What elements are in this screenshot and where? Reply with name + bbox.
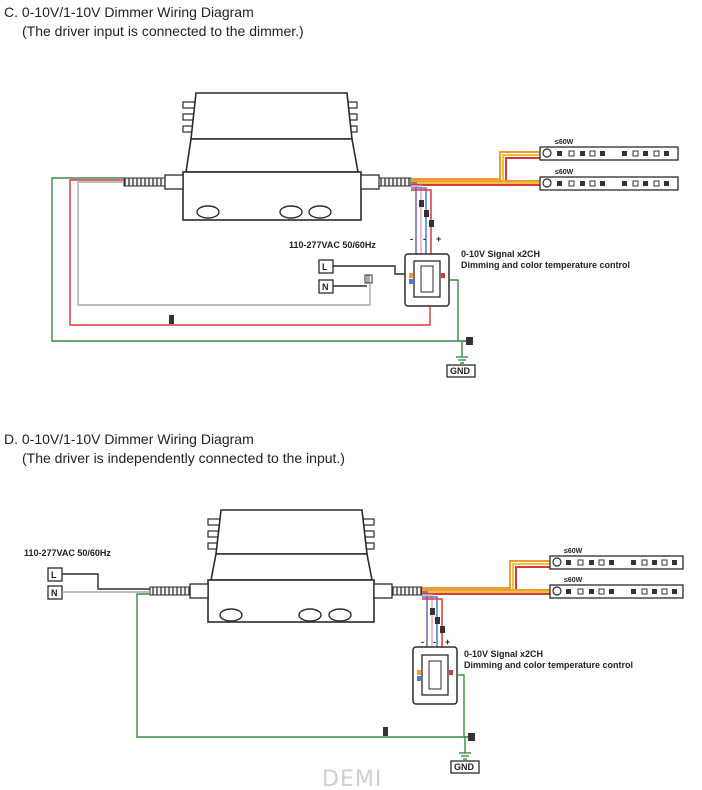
terminal-n-label-d: N	[51, 588, 58, 598]
gnd-label-d: GND	[454, 762, 475, 772]
diagram-d: ≤60W ≤60W - - + 0-10V Signal x2CH Dimmin…	[24, 509, 684, 774]
driver-ground-wire-d	[136, 593, 470, 738]
line-l-wire-c	[333, 265, 405, 275]
strip-1-power-label: ≤60W	[555, 139, 574, 146]
ground-symbol-d	[459, 752, 471, 760]
dimming-connectors-c	[419, 200, 434, 227]
driver-unit-c	[182, 92, 362, 221]
input-voltage-label-d: 110-277VAC 50/60Hz	[24, 548, 111, 558]
gnd-box-c	[446, 364, 476, 378]
inline-connector-c	[169, 315, 174, 324]
signal-minus-2-d: -	[433, 637, 436, 647]
diagram-c-subtitle: (The driver input is connected to the di…	[22, 23, 304, 39]
input-cable-gland-d	[149, 583, 209, 599]
strip-2-power-label: ≤60W	[555, 169, 574, 176]
dimmer-switch-d	[412, 646, 458, 705]
led-strip-2-c	[539, 176, 679, 191]
strip-1-power-label-d: ≤60W	[564, 548, 583, 555]
diagram-c-title: C. 0-10V/1-10V Dimmer Wiring Diagram	[4, 4, 254, 20]
signal-label-d: 0-10V Signal x2CH	[464, 649, 543, 659]
line-l-wire-d	[62, 573, 150, 590]
diagram-d-subtitle: (The driver is independently connected t…	[22, 450, 345, 466]
neutral-connector-c	[364, 274, 373, 284]
signal-plus-d: +	[445, 637, 450, 647]
terminal-n-label: N	[322, 282, 329, 292]
signal-plus: +	[436, 234, 441, 244]
inline-connector-d	[383, 727, 388, 736]
diagram-d-title: D. 0-10V/1-10V Dimmer Wiring Diagram	[4, 431, 254, 447]
input-cable-gland-c	[123, 174, 184, 190]
dimming-connectors-d	[430, 608, 445, 633]
driver-neutral-wire-c	[77, 181, 371, 306]
output-wires-d	[422, 560, 550, 595]
ground-connector-d	[468, 733, 475, 741]
ground-connector-c	[466, 337, 473, 345]
ground-symbol-c	[456, 356, 468, 364]
output-cable-gland-d	[373, 583, 423, 599]
diagram-c: ≤60W ≤60W - - + 110-277VAC 50/60Hz	[51, 92, 679, 378]
led-strip-1-c	[539, 146, 679, 161]
driver-ground-wire-c	[51, 177, 470, 342]
dimming-wires-c	[411, 182, 432, 258]
signal-minus-1: -	[410, 234, 413, 244]
signal-minus-1-d: -	[421, 637, 424, 647]
strip-2-power-label-d: ≤60W	[564, 577, 583, 584]
control-label-c: Dimming and color temperature control	[461, 260, 630, 270]
terminal-l-d: L	[47, 567, 63, 582]
gnd-label-c: GND	[450, 366, 471, 376]
output-wires-c	[411, 151, 540, 186]
signal-label-c: 0-10V Signal x2CH	[461, 249, 540, 259]
led-strip-1-d	[549, 555, 684, 570]
control-label-d: Dimming and color temperature control	[464, 660, 633, 670]
dimmer-switch-c	[404, 253, 450, 307]
driver-live-wire-c	[69, 179, 431, 326]
output-cable-gland-c	[360, 174, 412, 190]
watermark-logo: DEMI	[322, 767, 382, 790]
input-voltage-label: 110-277VAC 50/60Hz	[289, 240, 376, 250]
gnd-box-d	[450, 760, 480, 774]
terminal-l-label-d: L	[51, 570, 57, 580]
terminal-l-c: L	[318, 259, 334, 274]
led-strip-2-d	[549, 584, 684, 599]
terminal-l-label: L	[322, 262, 328, 272]
signal-minus-2: -	[423, 234, 426, 244]
terminal-n-d: N	[47, 585, 63, 600]
terminal-n-c: N	[318, 279, 334, 294]
driver-unit-d	[207, 509, 375, 623]
